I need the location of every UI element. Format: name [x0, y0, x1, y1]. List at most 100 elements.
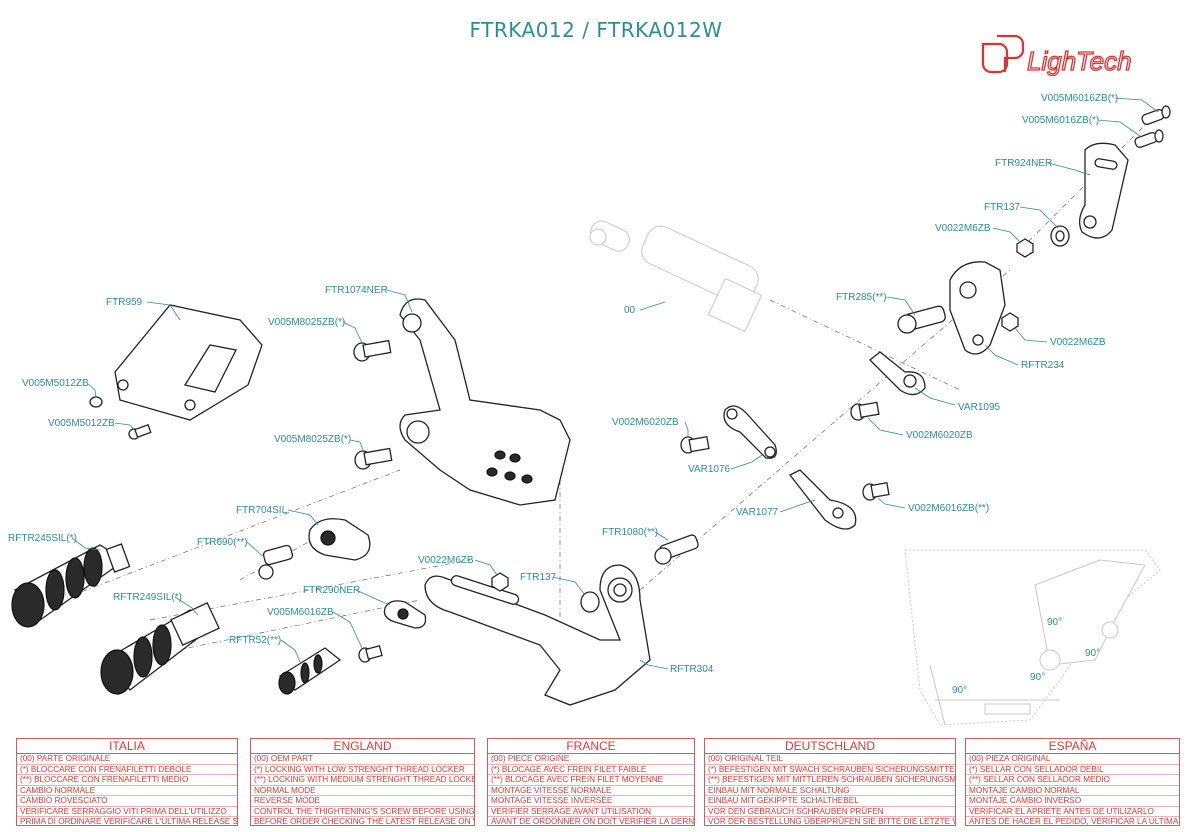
callout-rftr245sil: RFTR245SIL(*) — [8, 533, 77, 544]
legend-line: (*) BLOCCARE CON FRENAFILETTI DEBOLE — [17, 765, 237, 775]
angle-label-2: 90° — [1085, 648, 1100, 659]
part-callouts: V005M6016ZB(*) V005M6016ZB(*) FTR924NER … — [8, 93, 1118, 675]
legend-line: (**) LOCKING WITH MEDIUM STRENGHT THREAD… — [251, 775, 474, 786]
shift-lever-rftr304 — [424, 564, 651, 706]
leader-lines — [71, 97, 1159, 670]
legend-line: CAMBIO ROVESCIATO — [17, 796, 237, 807]
callout-v0022m6zb-low: V0022M6ZB — [418, 555, 474, 566]
assembly-inset — [904, 549, 1161, 726]
legend-line: VOR DEN GEBRAUCH SCHRAUBEN PRÜFEN — [705, 807, 955, 817]
legend-line: (**) SELLAR CON SELLADOR MEDIO — [966, 775, 1179, 786]
screw-v002m6020zb-l — [680, 435, 710, 454]
callout-v005m5012zb-a: V005M5012ZB — [22, 378, 89, 389]
legend-line: MONTAGE VITESSE INVERSÉE — [488, 796, 694, 807]
angle-label-3: 90° — [952, 685, 967, 696]
callout-ftr690: FTR690(**) — [197, 537, 248, 548]
legend-line: AVANT DE ORDONNER ON DOIT VERIFIER LA DE… — [491, 817, 694, 826]
callout-ftr1074ner: FTR1074NER — [325, 285, 388, 296]
legend-line: (*) SELLAR CON SELLADOR DEBIL — [966, 765, 1179, 775]
legend-line: MONTAJE CAMBIO INVERSO — [966, 796, 1179, 807]
legend-line: (**) BLOCAGE AVEC FREIN FILET MOYENNE — [488, 775, 694, 786]
callout-ftr290ner: FTR290NER — [303, 585, 360, 596]
lever-ftr924ner — [1078, 142, 1129, 239]
legend-line: VERIFICARE SERRAGGIO VITI PRIMA DELL'UTI… — [17, 807, 237, 817]
angle-label-4: 90° — [1030, 672, 1045, 683]
legend-espana: ESPAÑA (00) PIEZA ORIGINAL (*) SELLAR CO… — [965, 738, 1180, 826]
rearset-plate-ftr1074ner — [399, 298, 571, 506]
nut-v0022m6zb-top — [1016, 238, 1034, 258]
callout-v002m6016zb: V002M6016ZB(**) — [908, 503, 989, 514]
callout-part00: 00 — [624, 305, 636, 316]
rod-end-var1077 — [789, 469, 857, 530]
callout-rftr249sil: RFTR249SIL(*) — [113, 592, 182, 603]
legend-heading: ESPAÑA — [966, 739, 1179, 754]
legend-line: (00) ORIGINAL TEIL — [705, 754, 955, 765]
legend-line: EINBAU MIT GEKIPPTE SCHALTHEBEL — [705, 796, 955, 807]
callout-ftr924ner: FTR924NER — [995, 158, 1052, 169]
screw-v005m5012zb-b — [128, 423, 152, 440]
rod-end-var1076 — [723, 405, 777, 459]
washer-ftr137-low — [580, 591, 600, 613]
legend-line: CONTROL THE THIGHTENING'S SCREW BEFORE U… — [251, 807, 474, 817]
legend-line: MONTAGE VITESSE NORMALE — [488, 786, 694, 796]
bush-ftr285 — [897, 305, 946, 334]
exploded-view: 90° 90° 90° 90° — [8, 93, 1171, 726]
legend-line: (**) BEFESTIGEN MIT MITTLEREN SCHRAUBEN … — [705, 775, 955, 786]
callout-ftr959: FTR959 — [106, 297, 143, 308]
legend-line: VERIFICAR EL APRIETE ANTES DE UTILIZARLO — [966, 807, 1179, 817]
legend-line: (00) PIEZA ORIGINAL — [966, 754, 1179, 765]
callout-v005m6016zb-b: V005M6016ZB(*) — [1022, 115, 1099, 126]
screw-v005m6016zb-a — [1141, 105, 1171, 125]
nut-v0022m6zb-low — [491, 572, 509, 592]
bush-ftr1080 — [654, 534, 699, 565]
callout-v005m8025zb-a: V005M8025ZB(*) — [268, 317, 345, 328]
legend-england: ENGLAND (00) OEM PART (*) LOCKING WITH L… — [250, 738, 475, 826]
legend-italia: ITALIA (00) PARTE ORIGINALE (*) BLOCCARE… — [16, 738, 238, 826]
washer-ftr137-top — [1050, 225, 1070, 247]
legend-heading: ENGLAND — [251, 739, 474, 754]
legend-line: ANTES DE HACER EL PEDIDO, VERIFICAR LA U… — [969, 817, 1179, 826]
bracket-rftr234 — [949, 261, 1006, 355]
angle-label-1: 90° — [1047, 617, 1062, 628]
callout-ftr704sil: FTR704SIL — [236, 505, 288, 516]
legend-line: VOR DER BESTELLUNG ÜBERPRÜFEN SIE BITTE … — [708, 817, 955, 826]
legend-line: (*) BLOCAGE AVEC FREIN FILET FAIBLE — [488, 765, 694, 775]
callout-v005m5012zb-b: V005M5012ZB — [48, 418, 115, 429]
legend-heading: FRANCE — [488, 739, 694, 754]
callout-rftr234: RFTR234 — [1021, 360, 1065, 371]
legend-line: (*) BEFESTIGEN MIT SWACH SCHRAUBEN SICHE… — [705, 765, 955, 775]
callout-v0022m6zb-top: V0022M6ZB — [935, 223, 991, 234]
callout-v0022m6zb-mid: V0022M6ZB — [1050, 337, 1106, 348]
legend-france: FRANCE (00) PIECE ORIGINE (*) BLOCAGE AV… — [487, 738, 695, 826]
callout-v005m8025zb-b: V005M8025ZB(*) — [274, 434, 351, 445]
oem-damper-part — [589, 220, 763, 333]
callout-rftr52: RFTR52(**) — [229, 635, 281, 646]
legend-line: (**) BLOCCARE CON FRENAFILETTI MEDIO — [17, 775, 237, 786]
spacer-ftr690 — [258, 544, 294, 580]
callout-var1076: VAR1076 — [688, 464, 731, 475]
screw-v005m6016zb-low — [358, 645, 383, 663]
peg-rftr52 — [278, 647, 342, 695]
legend-deutschland: DEUTSCHLAND (00) ORIGINAL TEIL (*) BEFES… — [704, 738, 956, 826]
legend-heading: ITALIA — [17, 739, 237, 754]
callout-v005m6016zb-low: V005M6016ZB — [267, 607, 334, 618]
callout-var1095: VAR1095 — [958, 402, 1001, 413]
legend-line: (00) PARTE ORIGINALE — [17, 754, 237, 765]
lightech-logo: LighTech — [981, 34, 1132, 77]
diagram-title: FTRKA012 / FTRKA012W — [469, 18, 723, 42]
legend-line: (00) OEM PART — [251, 754, 474, 765]
screw-v005m5012zb-a — [89, 396, 103, 408]
legend-line: EINBAU MIT NORMALE SCHALTUNG — [705, 786, 955, 796]
legend-line: (00) PIECE ORIGINE — [488, 754, 694, 765]
callout-ftr137-top: FTR137 — [984, 202, 1021, 213]
callout-rftr304: RFTR304 — [670, 664, 714, 675]
callout-v002m6020zb-l: V002M6020ZB — [612, 417, 679, 428]
legend-heading: DEUTSCHLAND — [705, 739, 955, 754]
nut-v0022m6zb-mid — [1001, 312, 1019, 332]
callout-v005m6016zb-a: V005M6016ZB(*) — [1041, 93, 1118, 104]
footpeg-rftr249sil — [100, 601, 220, 695]
peg-mount-ftr290ner — [383, 600, 427, 629]
heel-guard-ftr959 — [114, 304, 263, 421]
legend-line: REVERSE MODE — [251, 796, 474, 807]
